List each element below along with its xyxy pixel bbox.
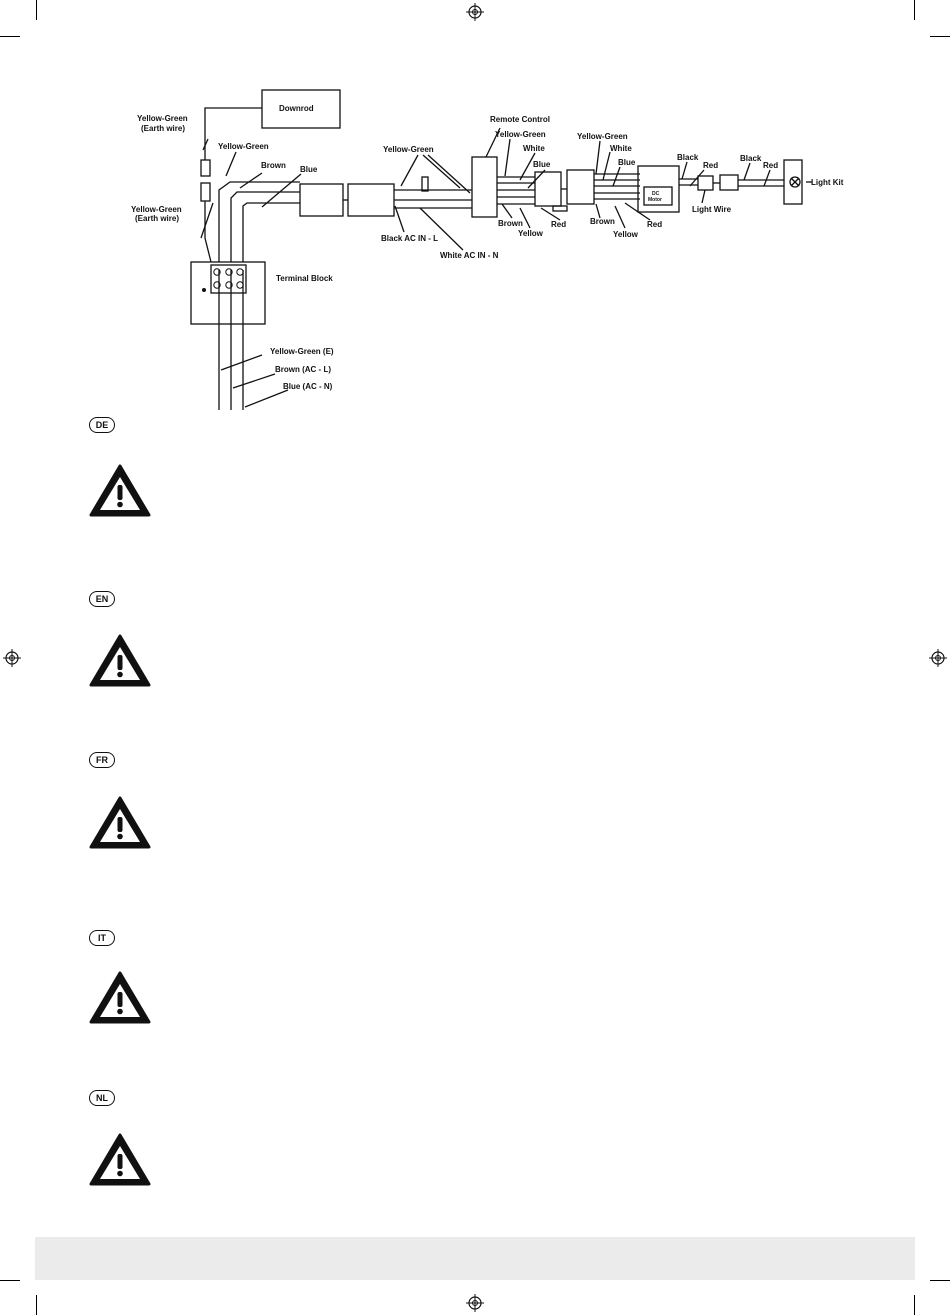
footer-band [35, 1237, 915, 1280]
label-motor: Motor [648, 197, 662, 203]
crop-mark [36, 0, 37, 20]
label-light-wire: Light Wire [692, 205, 732, 214]
label-wire: White [610, 144, 632, 153]
terminal-block-box [190, 261, 266, 325]
crop-mark [930, 1280, 950, 1281]
label-wire: Blue [618, 158, 636, 167]
label-wire: Yellow-Green [218, 142, 269, 151]
motor-box [643, 186, 673, 206]
crop-mark [36, 1295, 37, 1315]
connector-box [697, 175, 714, 191]
crop-mark [0, 1280, 20, 1281]
crop-mark [914, 1295, 915, 1315]
label-wire: Red [703, 161, 718, 170]
label-wire: Yellow-Green [577, 132, 628, 141]
label-downrod: Downrod [279, 104, 314, 113]
earth-wire [204, 201, 212, 263]
language-badge-it: IT [89, 930, 115, 946]
label-yg-earth-top: (Earth wire) [141, 124, 185, 133]
label-supply: Brown (AC - L) [275, 365, 331, 374]
earth-connector [200, 159, 211, 177]
label-light-kit: Light Kit [811, 178, 844, 187]
screw-terminal [421, 176, 429, 192]
warning-triangle-icon [89, 796, 151, 849]
warning-triangle-icon [89, 1133, 151, 1186]
label-wire: Yellow [518, 229, 544, 238]
language-badge-fr: FR [89, 752, 115, 768]
wiring-diagram: Downrod Yellow-Green (Earth wire) Yellow… [131, 89, 844, 410]
light-kit-box [783, 159, 803, 205]
language-badge-de: DE [89, 417, 115, 433]
label-wire: Blue [533, 160, 551, 169]
connector-box [566, 169, 595, 205]
connector-box [299, 183, 344, 217]
motor-housing [637, 165, 680, 213]
label-wire: Black AC IN - L [381, 234, 438, 243]
receiver-box [471, 156, 498, 218]
label-yg-earth-mid: (Earth wire) [135, 214, 179, 223]
label-supply: Yellow-Green (E) [270, 347, 334, 356]
earth-connector [200, 182, 211, 202]
label-wire: Yellow [613, 230, 639, 239]
crop-mark [914, 0, 915, 20]
warning-triangle-icon [89, 464, 151, 517]
label-wire: Brown [498, 219, 523, 228]
label-wire: Brown [590, 217, 615, 226]
label-terminal-block: Terminal Block [276, 274, 333, 283]
label-wire: Red [647, 220, 662, 229]
language-badge-en: EN [89, 591, 115, 607]
registration-mark-icon [466, 3, 484, 21]
label-motor: DC [652, 191, 660, 197]
connector-box [347, 183, 395, 217]
label-wire: Blue [300, 165, 318, 174]
earth-wire [204, 107, 262, 160]
label-wire: Brown [261, 161, 286, 170]
registration-mark-icon [3, 649, 21, 667]
label-wire: Red [763, 161, 778, 170]
label-wire: Red [551, 220, 566, 229]
label-wire: Yellow-Green [383, 145, 434, 154]
connector-box [719, 174, 739, 191]
label-wire: White [523, 144, 545, 153]
label-remote-control: Remote Control [490, 115, 550, 124]
warning-triangle-icon [89, 971, 151, 1024]
crop-mark [0, 36, 20, 37]
label-wire: White AC IN - N [440, 251, 499, 260]
registration-mark-icon [466, 1294, 484, 1312]
label-yg-earth-top: Yellow-Green [137, 114, 188, 123]
label-supply: Blue (AC - N) [283, 382, 333, 391]
language-badge-nl: NL [89, 1090, 115, 1106]
label-wire: Black [677, 153, 699, 162]
lamp-icon [789, 176, 801, 188]
label-wire: Yellow-Green [495, 130, 546, 139]
crop-mark [930, 36, 950, 37]
label-wire: Black [740, 154, 762, 163]
label-yg-earth-mid: Yellow-Green [131, 205, 182, 214]
downrod-box [261, 89, 341, 129]
terminal-strip [210, 264, 247, 294]
registration-mark-icon [929, 649, 947, 667]
warning-triangle-icon [89, 634, 151, 687]
